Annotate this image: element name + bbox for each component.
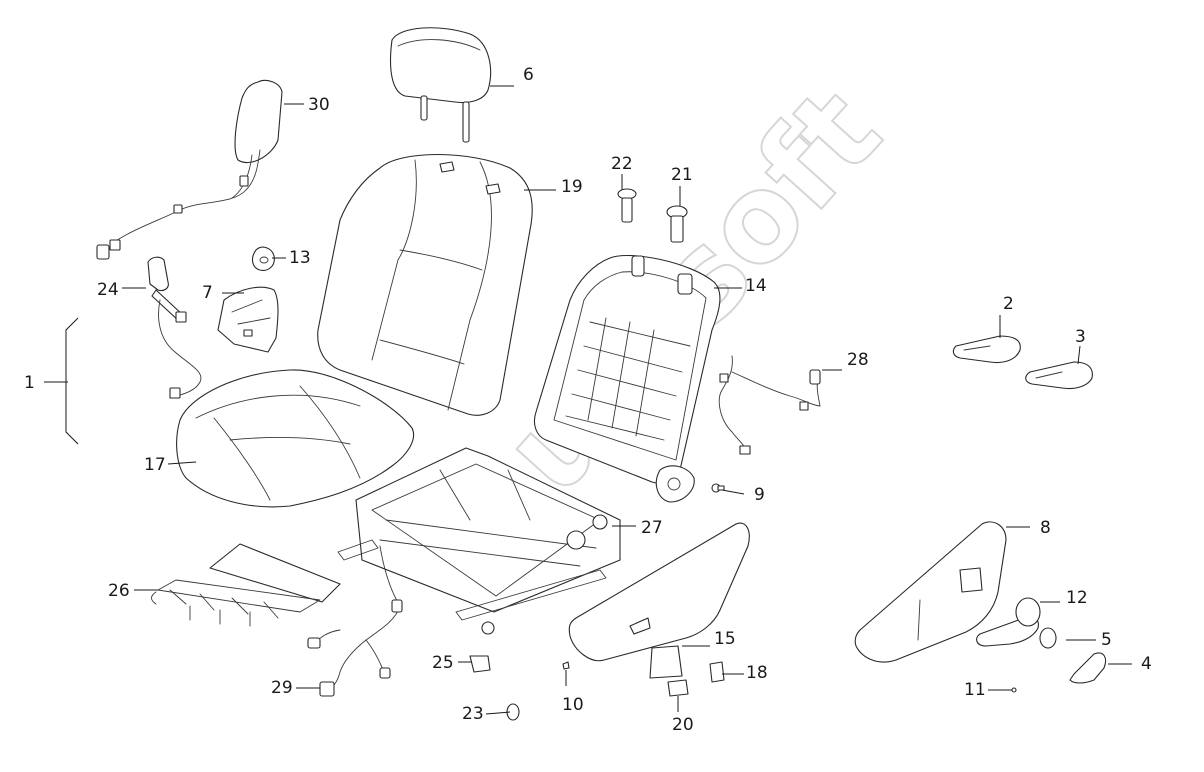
callout-3: 3 [1075,327,1086,347]
callout-23: 23 [462,704,484,724]
cover-3-part [1025,361,1093,390]
seat-cushion-cover-part [176,369,414,508]
seat-spring-mat-part [151,543,341,627]
callout-10: 10 [562,695,584,715]
bolt-part [711,483,725,493]
callout-5: 5 [1101,630,1112,650]
headrest-part [389,27,492,143]
knob-18-part [709,661,725,683]
callout-14: 14 [745,276,767,296]
callout-15: 15 [714,629,736,649]
seatback-frame-part [533,254,721,503]
callout-25: 25 [432,653,454,673]
assembly-bracket [65,317,79,445]
callout-13: 13 [289,248,311,268]
callout-19: 19 [561,177,583,197]
callout-1: 1 [24,373,35,393]
callout-6: 6 [523,65,534,85]
callout-18: 18 [746,663,768,683]
screw-11-part [1011,687,1017,693]
callout-4: 4 [1141,654,1152,674]
callout-2: 2 [1003,294,1014,314]
callout-26: 26 [108,581,130,601]
pin-10-part [562,661,570,670]
cap-5-part [1039,627,1057,649]
knob-20-part [667,679,689,697]
seatback-cover-part [317,153,533,416]
callout-20: 20 [672,715,694,735]
side-shield-inner-part [568,522,750,679]
leader-lines [44,85,1132,715]
callout-11: 11 [964,680,986,700]
callout-29: 29 [271,678,293,698]
bracket-cover-part [217,286,279,353]
callout-24: 24 [97,280,119,300]
headrest-guide-part [617,188,637,223]
callout-8: 8 [1040,518,1051,538]
wire-harness-back-part [718,355,821,455]
callout-28: 28 [847,350,869,370]
callout-27: 27 [641,518,663,538]
recliner-knob-part [976,597,1041,647]
side-shield-outer-part [854,521,1007,663]
lever-cover-part [1069,652,1107,684]
seat-base-frame-part [337,447,621,635]
callout-9: 9 [754,485,765,505]
callout-17: 17 [144,455,166,475]
callout-12: 12 [1066,588,1088,608]
callout-21: 21 [671,165,693,185]
callout-30: 30 [308,95,330,115]
grommet-part [251,246,275,271]
side-airbag-part [96,79,283,260]
wire-harness-seat-part [307,545,403,697]
callout-22: 22 [611,154,633,174]
clip-25-part [469,655,491,673]
seat-belt-buckle-part [147,256,202,399]
callout-7: 7 [202,283,213,303]
cover-2-part [952,335,1021,364]
headrest-guide-lock-part [666,205,688,243]
